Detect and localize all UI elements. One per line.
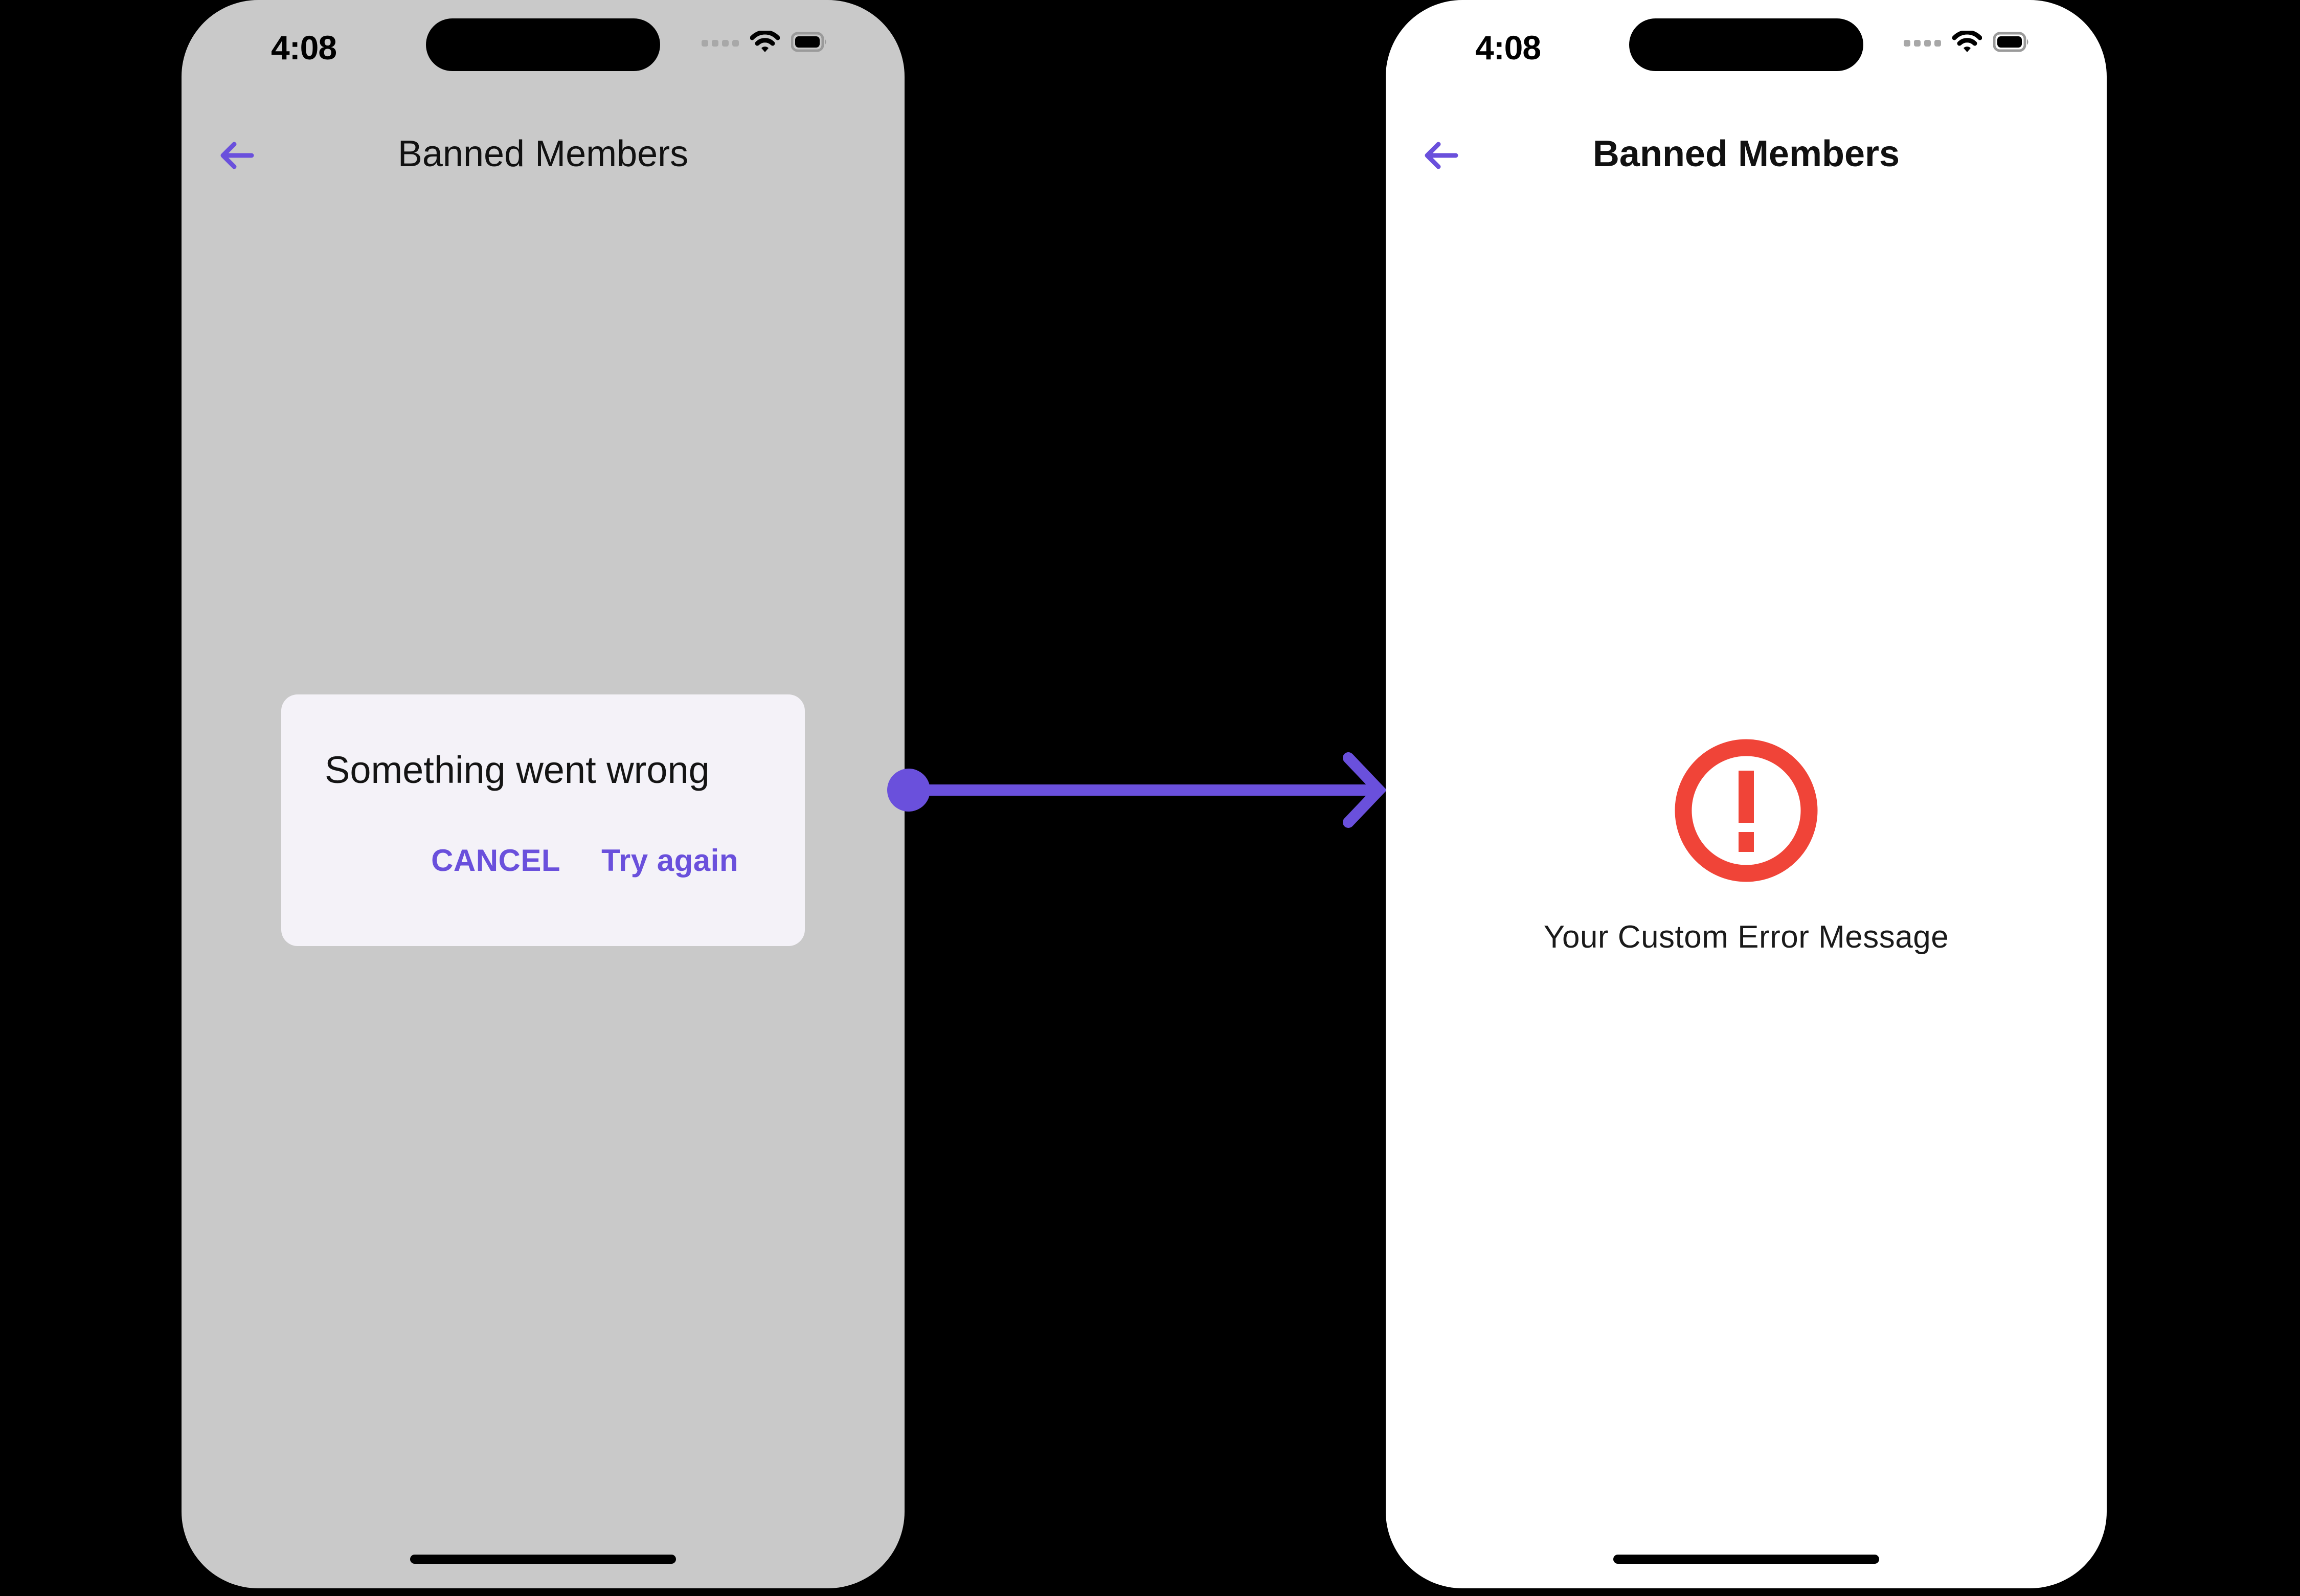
phone-frame-before: 4:08 [182, 0, 905, 1588]
wifi-icon [750, 31, 780, 53]
home-indicator[interactable] [1613, 1555, 1879, 1564]
error-circle-exclamation-icon [1386, 734, 2107, 887]
status-time: 4:08 [1475, 29, 1541, 66]
nav-bar-after: Banned Members [1386, 123, 2107, 189]
status-bar-after: 4:08 [1386, 0, 2107, 89]
page-title: Banned Members [1592, 133, 1900, 174]
arrow-right-connector [887, 747, 1393, 834]
phone-frame-after: 4:08 [1386, 0, 2107, 1588]
dialog-actions: CANCEL Try again [281, 843, 805, 878]
error-dialog: Something went wrong CANCEL Try again [281, 694, 805, 946]
back-arrow-icon[interactable] [1414, 129, 1468, 183]
page-title: Banned Members [397, 133, 689, 174]
battery-full-icon [1993, 32, 2030, 52]
status-time: 4:08 [271, 29, 337, 66]
status-indicators [1904, 31, 2030, 53]
dynamic-island [1629, 18, 1863, 71]
error-message: Your Custom Error Message [1543, 919, 1949, 955]
dialog-title: Something went wrong [325, 749, 710, 791]
battery-full-icon [791, 32, 828, 52]
error-state: Your Custom Error Message [1386, 734, 2107, 955]
try-again-button[interactable]: Try again [601, 843, 738, 878]
back-arrow-icon[interactable] [210, 129, 263, 183]
nav-bar-before: Banned Members [182, 123, 905, 189]
wifi-icon [1952, 31, 1982, 53]
cellular-dots-icon [702, 39, 739, 47]
cancel-button[interactable]: CANCEL [431, 843, 561, 878]
cellular-dots-icon [1904, 39, 1941, 47]
home-indicator[interactable] [410, 1555, 676, 1564]
dynamic-island [426, 18, 660, 71]
status-bar-before: 4:08 [182, 0, 905, 89]
status-indicators [702, 31, 828, 53]
